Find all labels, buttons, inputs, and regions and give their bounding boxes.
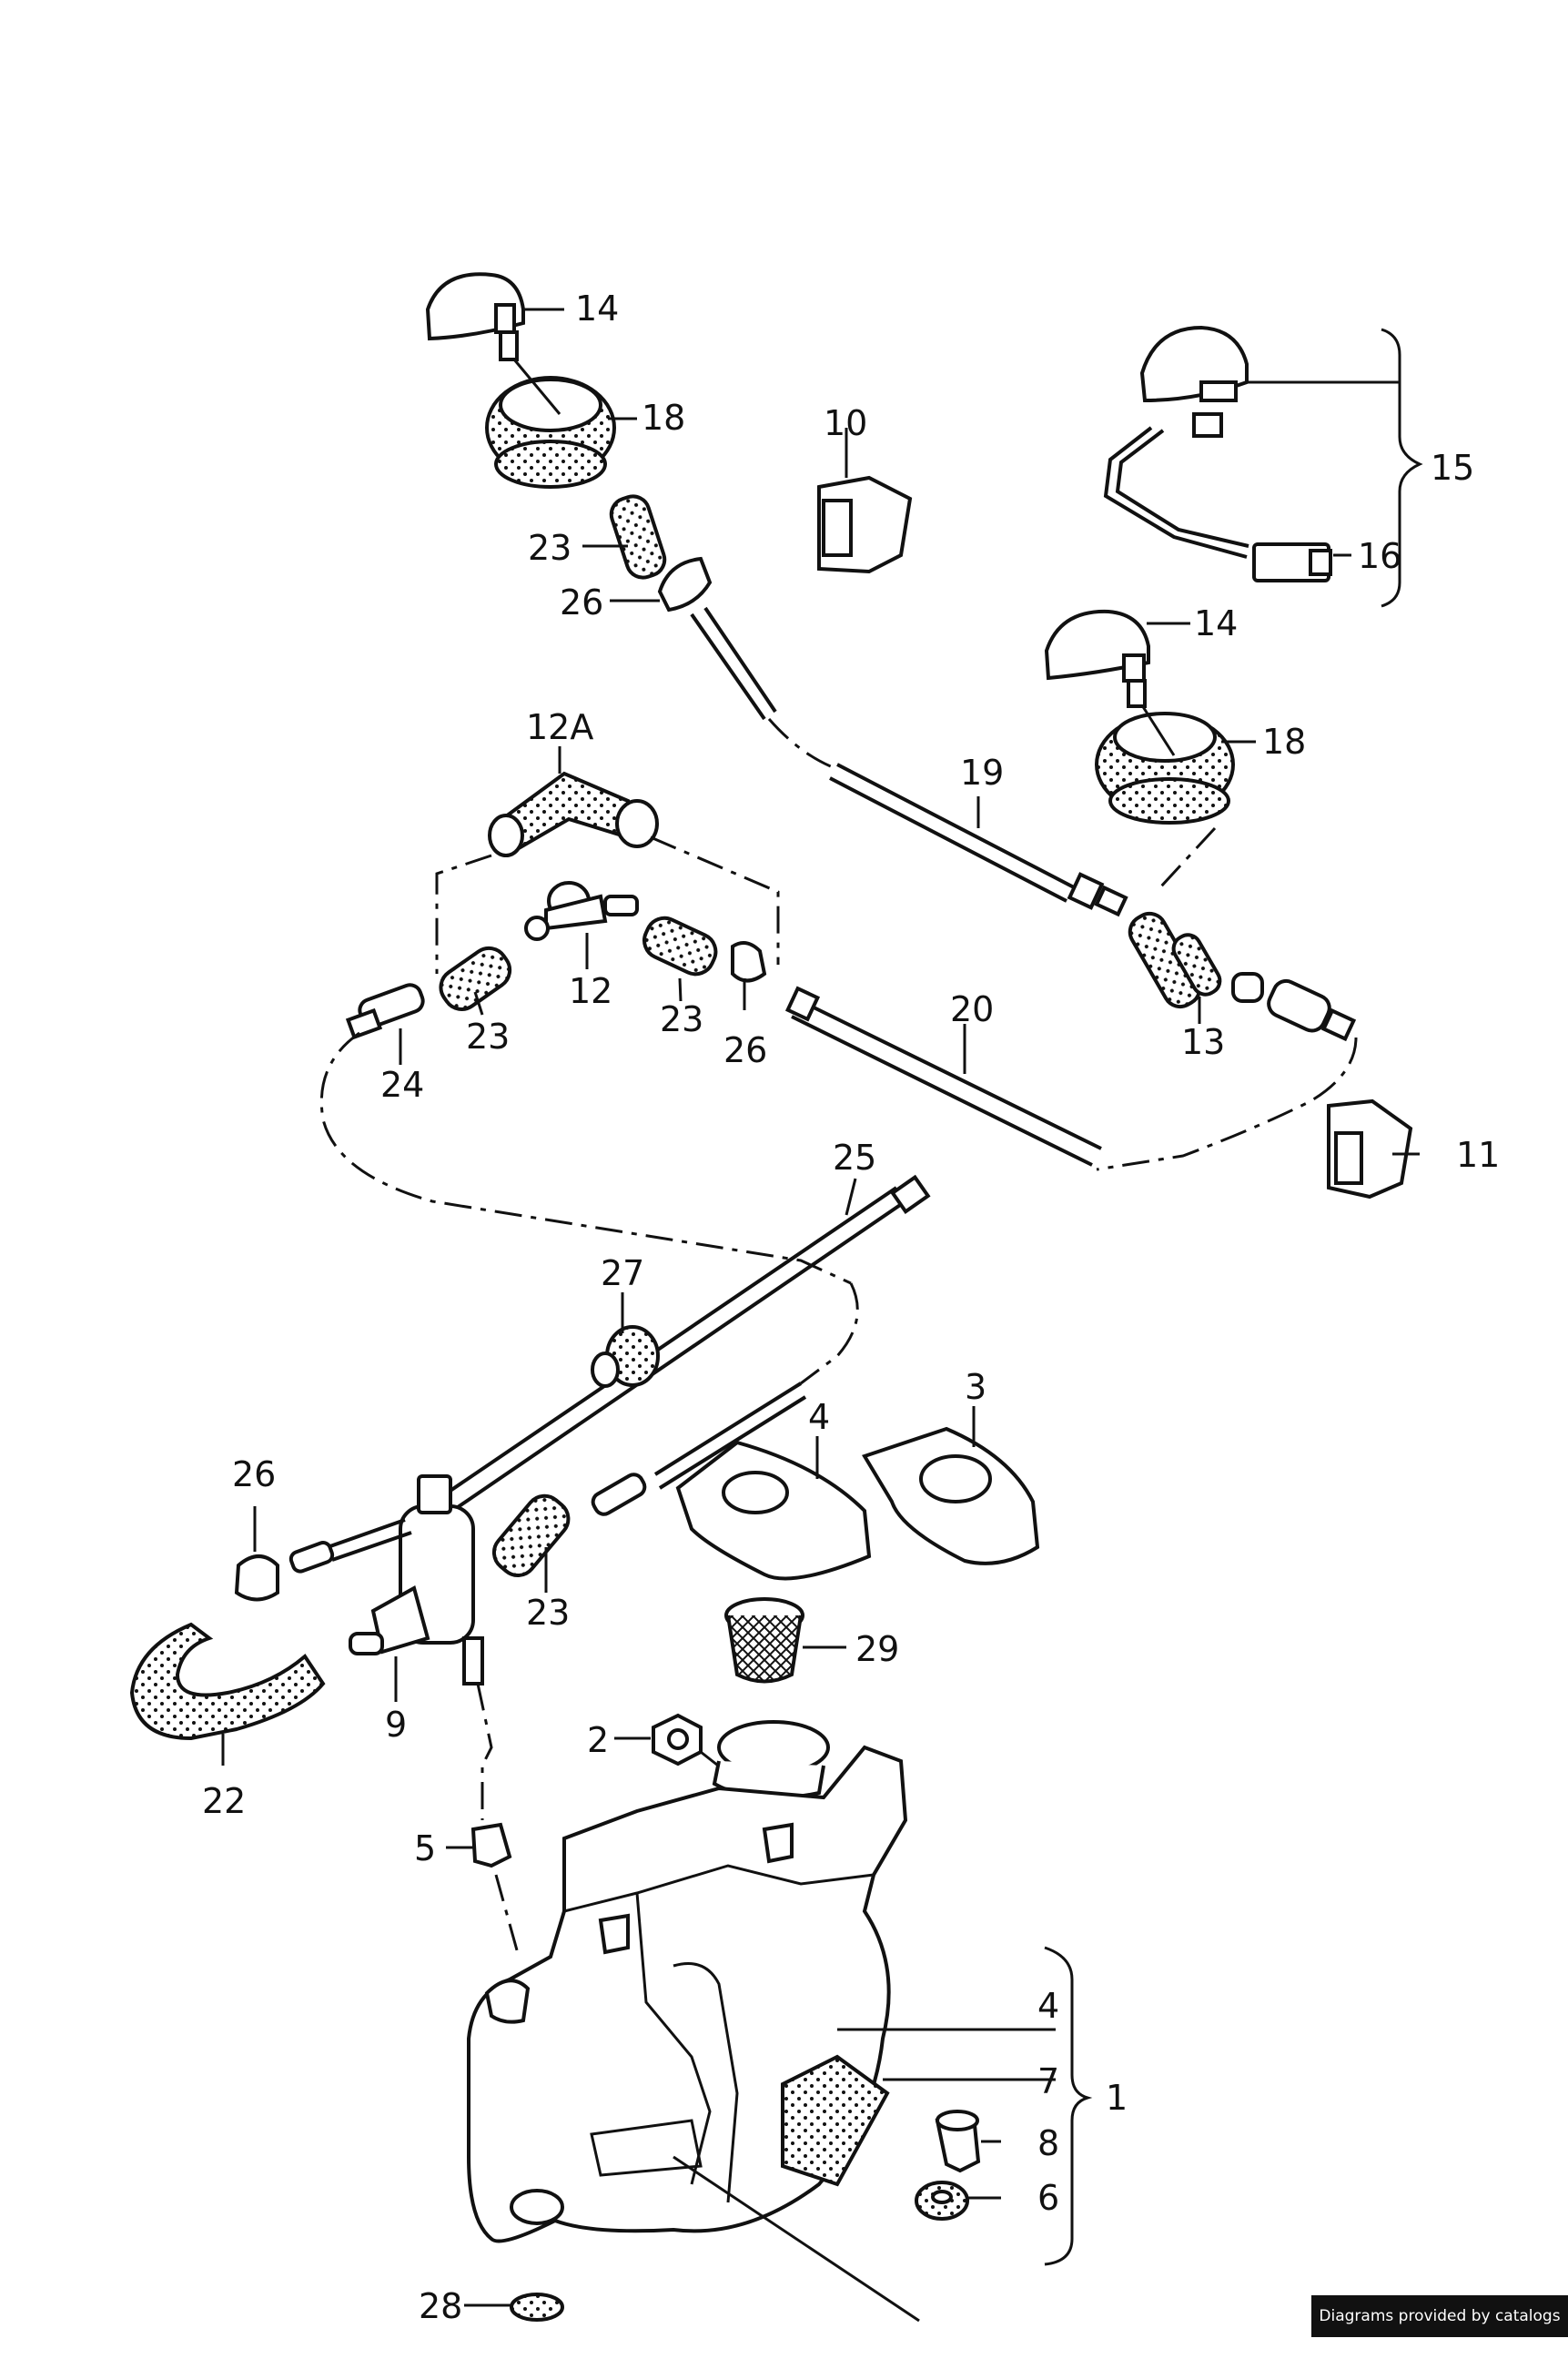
callout-22: 22 — [202, 1781, 246, 1821]
callout-28: 28 — [419, 2286, 462, 2326]
callout-7: 7 — [1037, 2061, 1059, 2101]
hose-25 — [412, 1174, 931, 1533]
callout-23: 23 — [526, 1593, 570, 1633]
foam-pad-7 — [781, 2054, 890, 2187]
hose-piece-23-top — [609, 494, 667, 580]
cap-8 — [935, 2110, 981, 2173]
callout-labels: 14 18 23 26 10 15 16 14 18 12A 19 12 23 … — [202, 289, 1500, 2326]
callout-26: 26 — [232, 1454, 276, 1494]
connector-right — [1267, 978, 1357, 1042]
strainer-29 — [724, 1597, 804, 1684]
callout-26: 26 — [723, 1030, 767, 1070]
washer-reservoir-tank — [467, 1720, 920, 2323]
callout-23: 23 — [466, 1017, 510, 1057]
callout-14: 14 — [1194, 603, 1238, 643]
callout-1: 1 — [1106, 2078, 1128, 2118]
hose-lower-right — [591, 1382, 807, 1516]
callout-13: 13 — [1181, 1022, 1225, 1062]
callout-6: 6 — [1037, 2178, 1059, 2218]
callout-10: 10 — [824, 403, 867, 443]
callout-25: 25 — [833, 1138, 876, 1178]
t-piece-13 — [1128, 911, 1264, 1009]
callout-3: 3 — [965, 1367, 986, 1407]
hose-piece-23-a — [439, 946, 512, 1011]
callout-18: 18 — [1262, 722, 1306, 762]
retainer-clip-11 — [1327, 1098, 1413, 1200]
callout-2: 2 — [587, 1720, 609, 1760]
callout-8: 8 — [1037, 2123, 1059, 2163]
retainer-clip-10 — [817, 428, 913, 574]
diagram-credit-badge: Diagrams provided by catalogs parts — [1311, 2295, 1568, 2367]
nut-2 — [652, 1713, 703, 1767]
washer-nozzle-right — [1044, 609, 1150, 708]
inline-filter-27 — [591, 1325, 660, 1388]
callout-19: 19 — [960, 753, 1004, 793]
callout-9: 9 — [385, 1705, 407, 1745]
washer-nozzle-top-left — [425, 272, 525, 361]
callout-4: 4 — [1037, 1986, 1059, 2026]
pump-outlet-left — [288, 1518, 412, 1574]
callout-18: 18 — [642, 398, 685, 438]
check-valve-12 — [524, 881, 639, 941]
hose-piece-23-pump — [491, 1493, 571, 1578]
filler-cap-4 — [675, 1440, 872, 1581]
hose-19 — [829, 763, 1128, 917]
hose-22 — [129, 1622, 326, 1741]
callout-23: 23 — [528, 528, 572, 568]
callout-12A: 12A — [526, 707, 593, 747]
clip-26-top — [657, 556, 713, 612]
hose-piece-23-b — [642, 916, 718, 977]
callout-5: 5 — [414, 1828, 436, 1868]
callout-20: 20 — [950, 989, 994, 1029]
callout-14: 14 — [575, 289, 619, 329]
grommet-6 — [915, 2181, 969, 2221]
grommet-top-left — [485, 376, 616, 489]
callout-4: 4 — [808, 1397, 830, 1437]
clip-26-mid — [731, 941, 767, 983]
hose-20 — [784, 986, 1102, 1167]
washer-pump-9 — [349, 1474, 484, 1686]
callout-15: 15 — [1431, 448, 1474, 488]
wiring-harness — [1103, 426, 1249, 559]
elbow-12A — [488, 771, 659, 857]
callout-24: 24 — [380, 1065, 424, 1105]
connector-16 — [1252, 542, 1332, 582]
callout-12: 12 — [569, 971, 612, 1011]
connector-24 — [345, 983, 425, 1040]
callout-16: 16 — [1358, 536, 1401, 576]
callout-26: 26 — [560, 582, 603, 623]
leader-lines — [221, 308, 1420, 2307]
callout-29: 29 — [855, 1629, 899, 1669]
clip-26-lower — [234, 1554, 279, 1602]
washer-nozzle-heated — [1139, 325, 1249, 438]
grommet-5 — [470, 1822, 512, 1868]
callout-27: 27 — [601, 1253, 644, 1293]
filler-cap-3 — [862, 1426, 1040, 1565]
callout-11: 11 — [1456, 1135, 1500, 1175]
plug-28 — [510, 2293, 564, 2322]
callout-23: 23 — [660, 999, 703, 1039]
grommet-right — [1095, 712, 1235, 825]
